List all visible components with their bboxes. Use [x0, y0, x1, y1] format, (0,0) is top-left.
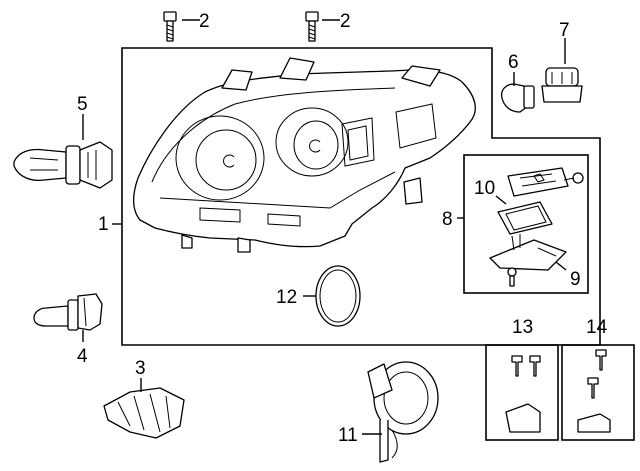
subassembly-frame	[463, 154, 589, 294]
callout-2b: 2	[340, 11, 351, 32]
leveling-motor[interactable]	[367, 361, 439, 463]
callout-2a: 2	[199, 11, 210, 32]
callout-6: 6	[508, 52, 519, 73]
kit-box-14	[561, 344, 635, 441]
callout-12: 12	[276, 287, 297, 308]
callout-7: 7	[559, 20, 570, 41]
assembly-frame	[121, 47, 601, 346]
mounting-bracket[interactable]	[103, 387, 185, 439]
ballast-gasket[interactable]	[497, 201, 553, 235]
turn-signal-bulb[interactable]	[33, 293, 103, 331]
ballast-screw-top[interactable]	[563, 172, 584, 184]
headlamp-assembly[interactable]	[133, 57, 476, 253]
callout-13: 13	[512, 317, 533, 338]
side-marker-bulb[interactable]	[500, 83, 535, 113]
ballast-screw-bottom[interactable]	[507, 267, 517, 287]
seal-ring[interactable]	[315, 265, 361, 327]
clip-kit-13[interactable]	[505, 355, 541, 433]
bolt-right[interactable]	[305, 11, 319, 42]
callout-3: 3	[135, 358, 146, 379]
leader-lines	[82, 19, 567, 435]
callout-10: 10	[474, 178, 495, 199]
hid-ballast[interactable]	[489, 234, 567, 271]
callout-11: 11	[338, 425, 358, 446]
clip-kit-14[interactable]	[577, 349, 611, 433]
callout-5: 5	[77, 94, 88, 115]
bolt-left[interactable]	[163, 11, 177, 42]
hid-ballast-cover[interactable]	[507, 167, 569, 197]
callout-labels: 1 2 2 3 4 5 6 7 8 9 10 11 12 13 14	[77, 11, 608, 446]
callout-8: 8	[442, 209, 453, 230]
headlamp-bulb[interactable]	[13, 141, 113, 189]
bulb-socket[interactable]	[541, 67, 583, 103]
callout-4: 4	[77, 346, 88, 367]
callout-14: 14	[586, 317, 608, 338]
callout-1: 1	[98, 214, 109, 235]
kit-box-13	[485, 344, 559, 441]
callout-9: 9	[570, 269, 581, 290]
